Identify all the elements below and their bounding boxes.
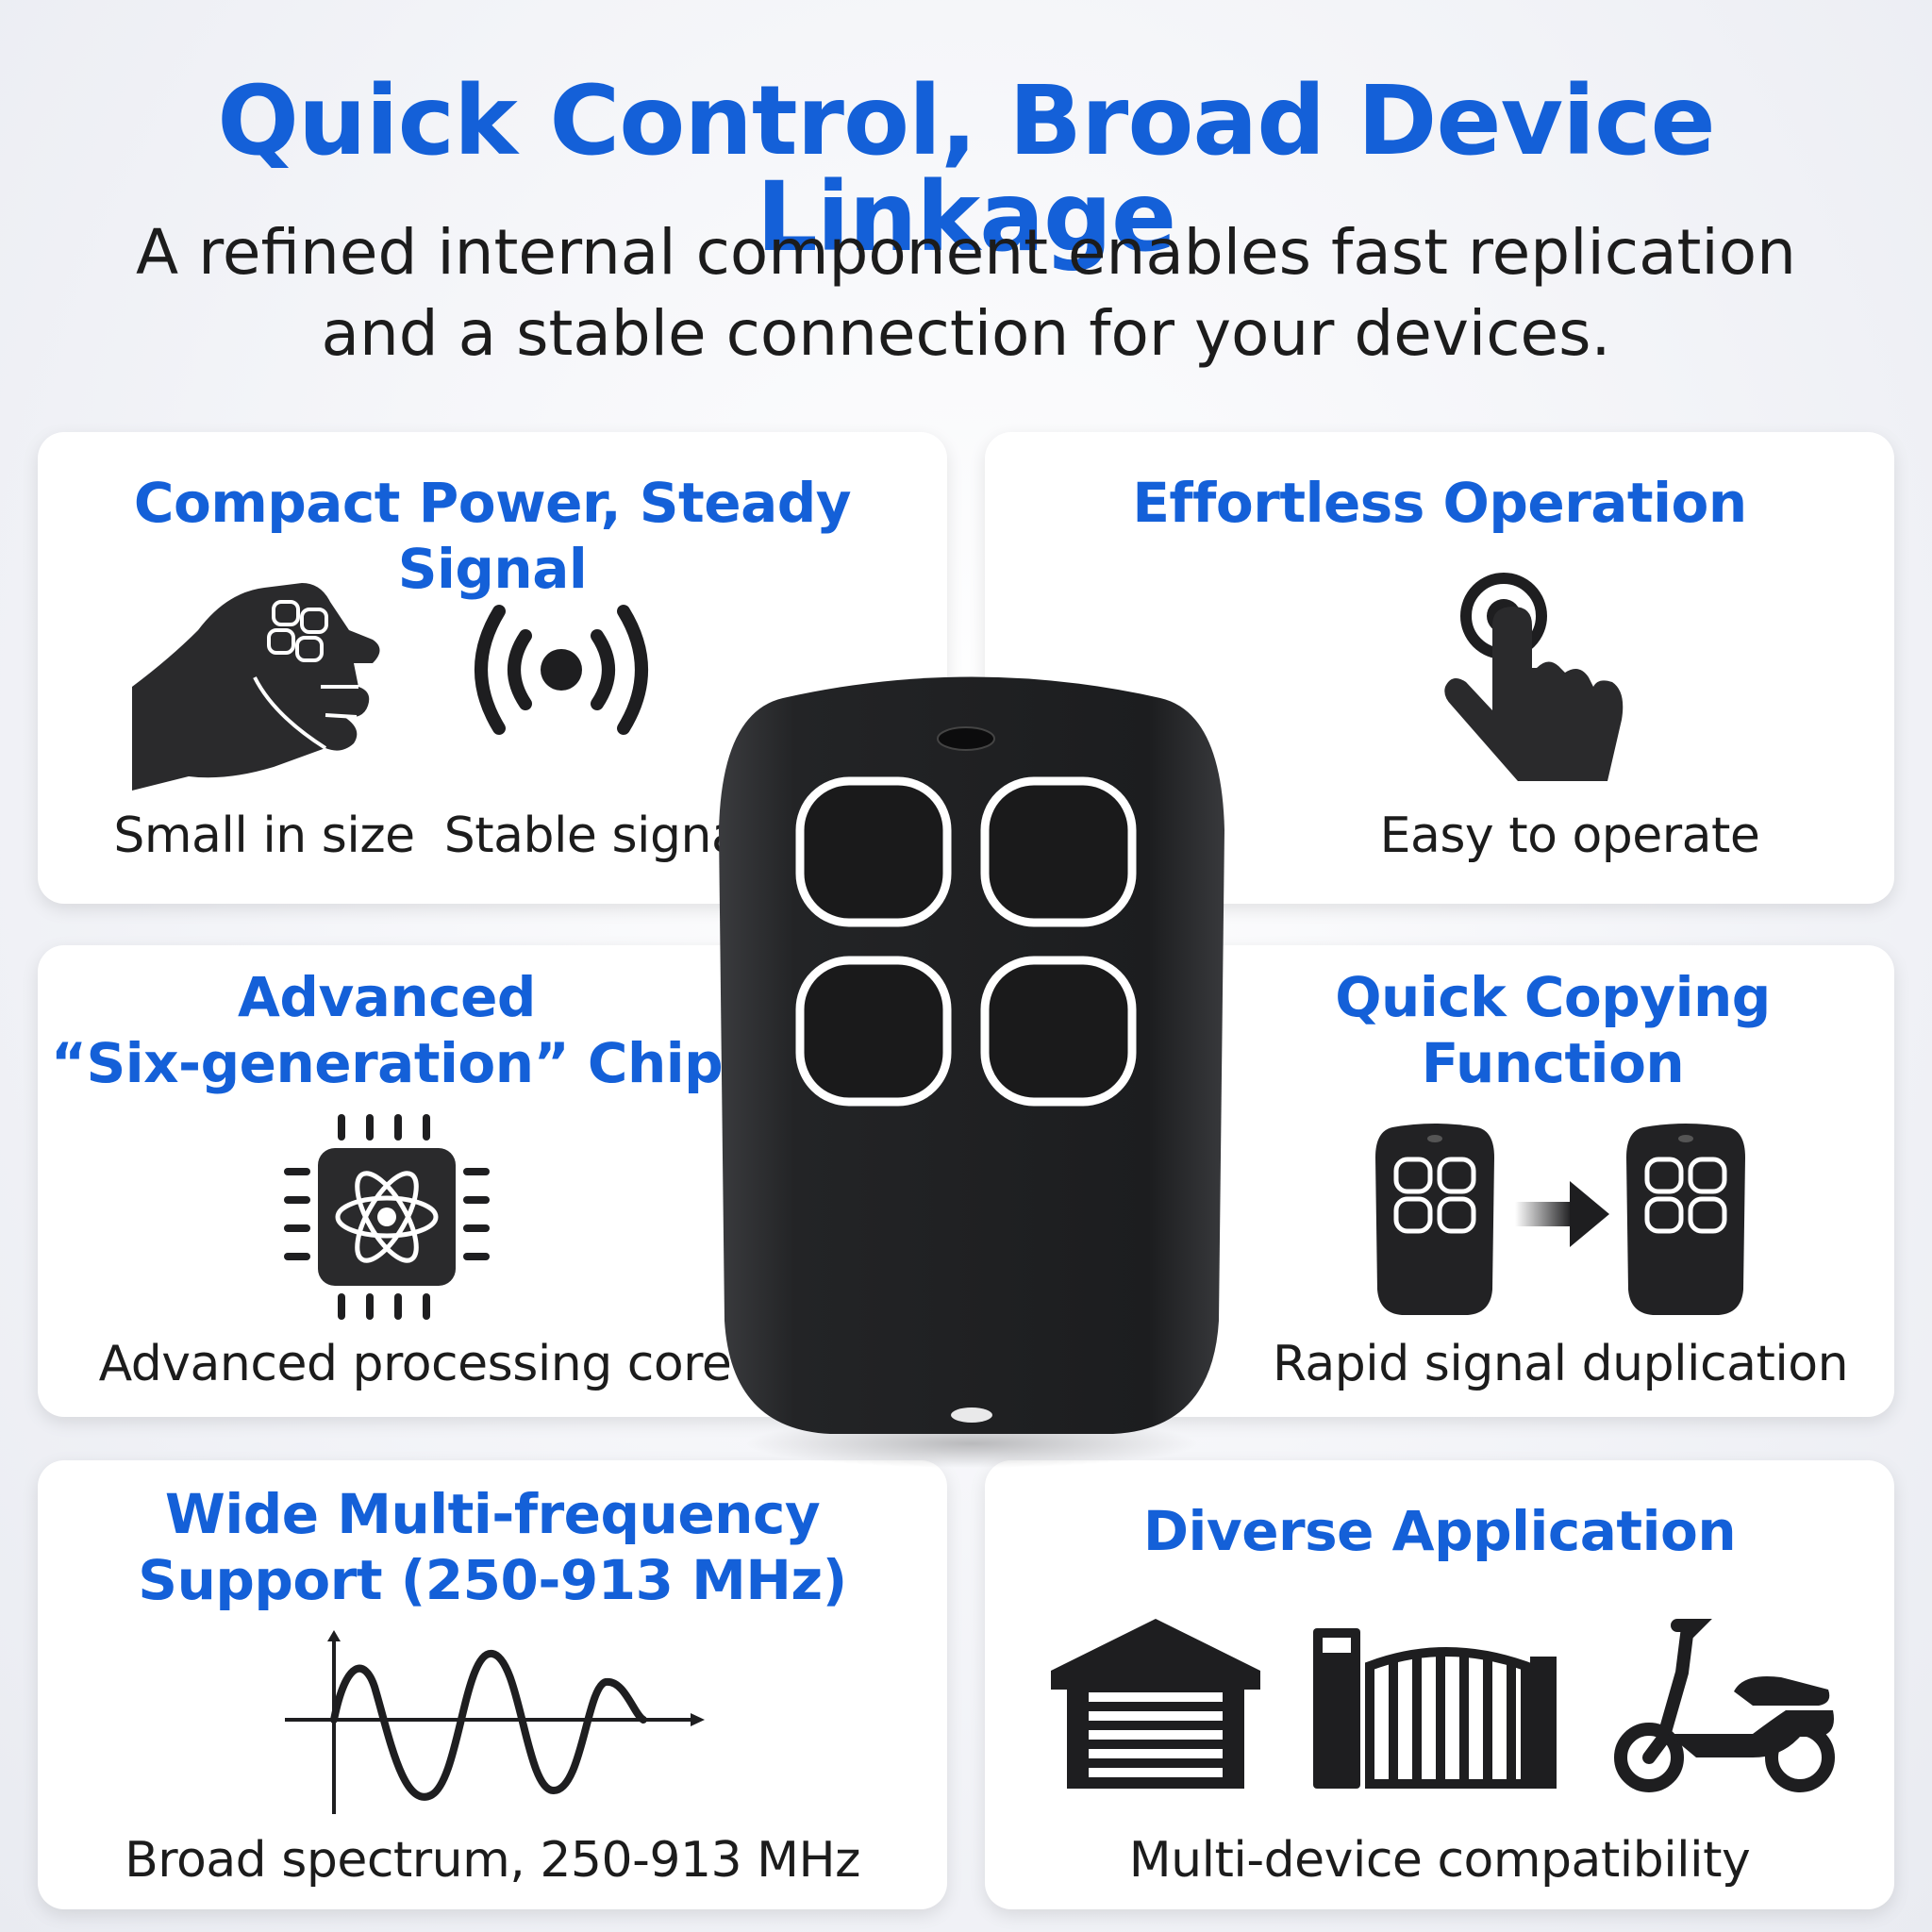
remote-button-2 xyxy=(980,776,1137,927)
subtitle-line-1: A refined internal component enables fas… xyxy=(136,216,1796,289)
remote-button-4 xyxy=(980,956,1137,1107)
caption-signal-duplication: Rapid signal duplication xyxy=(1272,1336,1849,1392)
remote-icon xyxy=(1624,1120,1747,1318)
scooter-icon xyxy=(1611,1616,1838,1795)
card-title-line-2: Function xyxy=(1421,1031,1685,1095)
card-title: Diverse Application xyxy=(1142,1499,1737,1563)
remote-button-3 xyxy=(795,956,952,1107)
card-title-line-1: Quick Copying xyxy=(1335,965,1771,1029)
caption-broad-spectrum: Broad spectrum, 250-913 MHz xyxy=(125,1832,860,1889)
finger-tap-icon xyxy=(1438,569,1655,795)
card-title: Wide Multi-frequency Support (250-913 MH… xyxy=(38,1481,947,1613)
caption-processing-core: Advanced processing core xyxy=(98,1336,732,1392)
caption-easy-to-operate: Easy to operate xyxy=(1379,808,1760,864)
card-title-line-1: Advanced xyxy=(238,965,536,1029)
garage-door-icon xyxy=(1051,1619,1260,1789)
page-title: Quick Control, Broad Device Linkage xyxy=(217,65,1715,274)
remote-icon xyxy=(1374,1120,1496,1318)
remote-control-product xyxy=(717,660,1226,1472)
hand-holding-remote-icon xyxy=(132,574,415,800)
feature-card-frequency: Wide Multi-frequency Support (250-913 MH… xyxy=(38,1460,947,1909)
remote-button-1 xyxy=(795,776,952,927)
card-title-line-2: “Six-generation” Chip xyxy=(50,1031,724,1095)
card-title: Effortless Operation xyxy=(1132,471,1747,535)
gate-icon xyxy=(1313,1619,1558,1789)
card-title-line-1: Wide Multi-frequency xyxy=(164,1482,821,1546)
caption-multi-device: Multi-device compatibility xyxy=(1128,1832,1751,1889)
card-title: Quick Copying Function xyxy=(1211,964,1894,1096)
arrow-right-icon xyxy=(1515,1181,1609,1247)
signal-broadcast-icon xyxy=(467,602,656,753)
caption-small-in-size: Small in size xyxy=(113,808,415,864)
caption-stable-signal: Stable signal xyxy=(443,808,755,864)
card-title: Compact Power, Steady Signal xyxy=(133,471,852,601)
card-title: Advanced “Six-generation” Chip xyxy=(38,964,736,1096)
card-title-line-2: Support (250-913 MHz) xyxy=(138,1548,847,1612)
sine-wave-icon xyxy=(275,1630,709,1819)
subtitle-line-2: and a stable connection for your devices… xyxy=(321,297,1611,370)
feature-card-application: Diverse Application xyxy=(985,1460,1894,1909)
processor-chip-icon xyxy=(283,1113,491,1321)
page-subtitle: A refined internal component enables fas… xyxy=(0,212,1932,375)
